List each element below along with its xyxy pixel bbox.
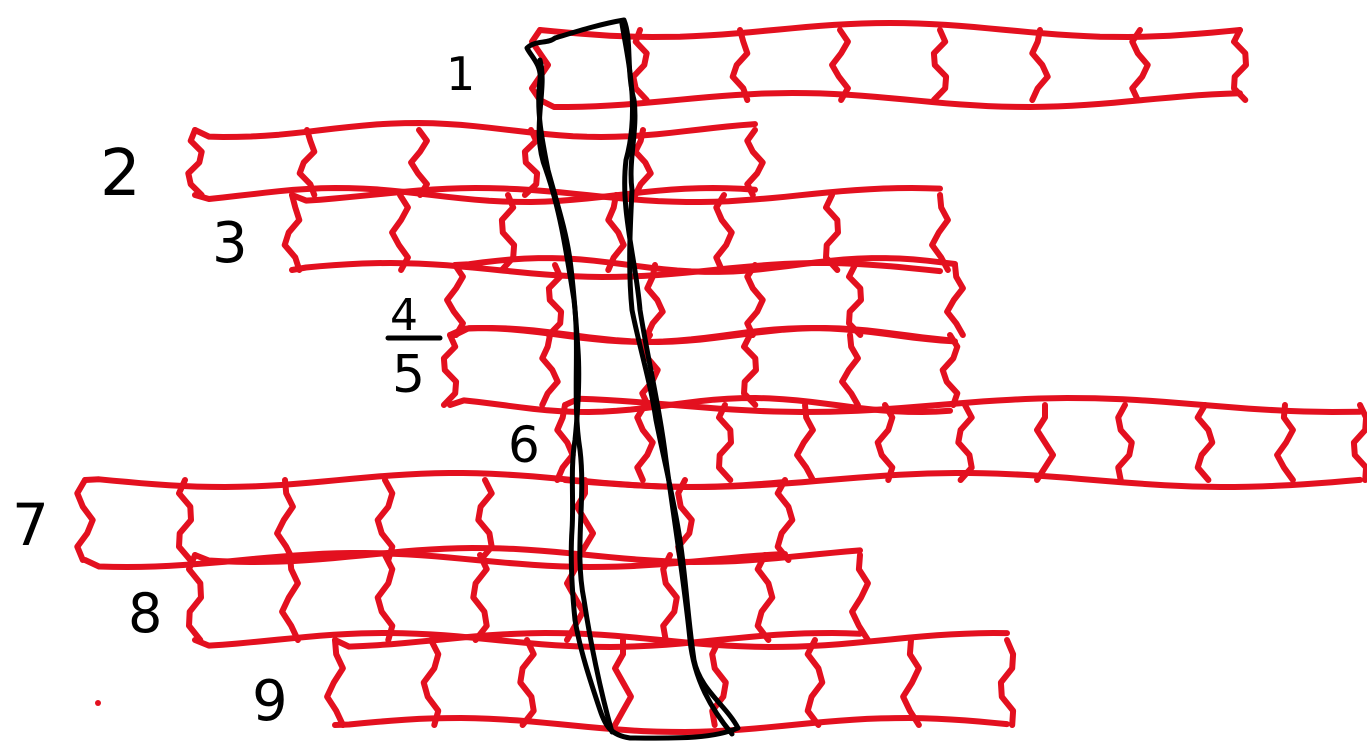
tile-edge (929, 192, 951, 273)
tile-edge (296, 127, 318, 198)
tile-edge (539, 332, 561, 408)
tile-edge (192, 120, 758, 140)
tile-edge (517, 637, 537, 728)
tile-edge (939, 332, 961, 408)
tile-row-9 (324, 630, 1017, 735)
tile-edge (660, 552, 680, 643)
tile-row-1 (529, 20, 1249, 110)
tile-grid (74, 20, 1367, 735)
tile-edge (279, 552, 301, 643)
tile-edge (754, 552, 776, 643)
tile-edge (1231, 27, 1249, 103)
tile-edge (1034, 402, 1056, 483)
tile-edge (874, 402, 896, 483)
tile-edge (545, 262, 565, 338)
tile-edge (713, 192, 735, 273)
tile-edge (849, 552, 871, 643)
row-label-5: 5 (392, 345, 425, 405)
row-label-8: 8 (128, 582, 162, 645)
tile-edge (176, 477, 194, 563)
tile-edge (839, 332, 861, 408)
tile-edge (408, 127, 430, 198)
tile-edge (955, 402, 975, 483)
tile-edge (74, 477, 96, 563)
tile-edge (997, 637, 1017, 728)
tile-edge (447, 325, 953, 345)
tile-edge (744, 127, 766, 198)
tile-edge (944, 262, 966, 338)
tile-edge (1129, 27, 1151, 103)
tile-edge (1274, 402, 1296, 483)
tile-edge (744, 262, 766, 338)
tile-edge (420, 637, 442, 728)
tile-edge (562, 395, 1363, 415)
tile-edge (1115, 402, 1135, 483)
tile-edge (823, 192, 841, 273)
tile-row-7 (74, 470, 796, 570)
tile-row-5 (440, 325, 961, 415)
tile-edge (574, 477, 596, 563)
tile-edge (389, 192, 411, 273)
tile-edge (192, 545, 863, 565)
tile-edge (634, 402, 656, 483)
tile-edge (281, 192, 303, 273)
row-label-6: 6 (508, 416, 540, 474)
stray-dot (95, 700, 101, 706)
tile-edge (324, 637, 346, 728)
tile-edge (716, 402, 734, 483)
tile-edge (554, 402, 576, 483)
tile-edge (804, 637, 826, 728)
tile-edge (612, 637, 634, 728)
tile-edge (644, 262, 666, 338)
row-label-1: 1 (446, 47, 475, 101)
tile-edge (374, 552, 396, 643)
tile-edge (794, 402, 816, 483)
tile-row-6 (554, 395, 1367, 490)
tile-edge (444, 262, 466, 338)
tile-edge (192, 185, 758, 205)
tile-row-2 (185, 120, 766, 205)
tile-edge (1350, 402, 1367, 483)
tile-edge (605, 192, 627, 273)
tile-edge (846, 262, 864, 338)
tile-edge (741, 332, 759, 408)
row-labels: 1 2 3 4 5 6 7 8 9 (12, 47, 540, 734)
tile-edge (186, 552, 204, 643)
tile-edge (332, 715, 1010, 735)
row-label-7: 7 (12, 491, 49, 559)
tile-edge (452, 255, 958, 275)
tile-edge (1029, 27, 1051, 103)
tile-edge (332, 630, 1010, 650)
tile-edge (930, 27, 950, 103)
tile-edge (729, 27, 751, 103)
tile-edge (521, 127, 541, 198)
tile-edge (829, 27, 851, 103)
tile-edge (900, 637, 922, 728)
tile-edge (374, 477, 396, 563)
row-label-4: 4 (390, 290, 418, 341)
tile-edge (470, 552, 490, 643)
tile-edge (537, 20, 1243, 40)
tile-edge (440, 332, 460, 408)
row-label-3: 3 (212, 211, 248, 276)
tile-edge (537, 90, 1243, 110)
tile-edge (185, 127, 205, 198)
row-label-9: 9 (252, 669, 288, 734)
row-label-2: 2 (100, 137, 141, 211)
tile-edge (1194, 402, 1216, 483)
tile-edge (774, 477, 796, 563)
tile-edge (632, 127, 654, 198)
tile-edge (529, 27, 551, 103)
tile-edge (630, 27, 650, 103)
tile-edge (274, 477, 296, 563)
selection-outline (524, 17, 741, 741)
